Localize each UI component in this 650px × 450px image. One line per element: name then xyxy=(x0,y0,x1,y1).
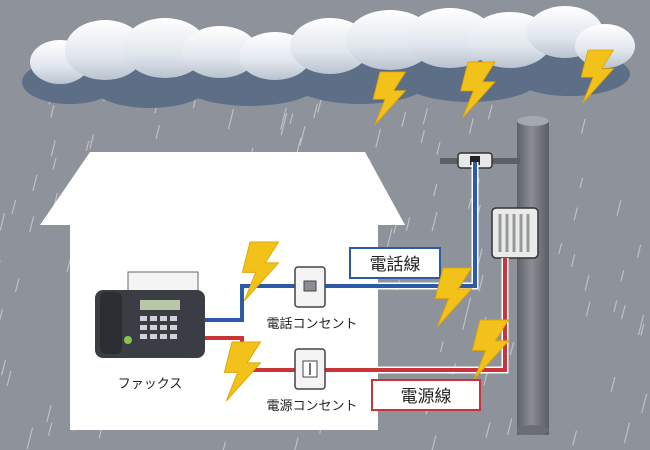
phone-line-label: 電話線 xyxy=(370,255,421,275)
storm-cloud-icon xyxy=(22,6,635,108)
fax-machine-icon xyxy=(95,271,205,358)
phone-line-label-box xyxy=(349,247,441,279)
phone-jack-icon xyxy=(294,266,326,308)
fax-label: ファックス xyxy=(118,377,183,392)
transformer-icon xyxy=(491,207,539,259)
power-outlet-label: 電源コンセント xyxy=(266,399,357,414)
utility-pole-icon xyxy=(440,116,549,435)
power-line-label: 電源線 xyxy=(401,387,452,407)
phone-outlet-label: 電話コンセント xyxy=(266,316,357,332)
power-line-label-box xyxy=(371,379,481,411)
house xyxy=(40,152,405,430)
power-socket-icon xyxy=(294,348,326,390)
